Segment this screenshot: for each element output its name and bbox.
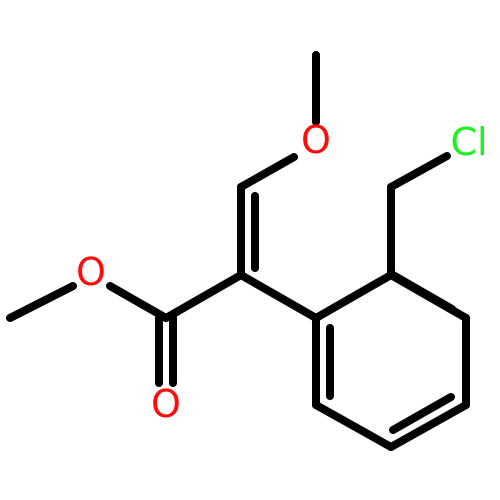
atom-o-ester: O <box>76 250 106 294</box>
bond-cester-o <box>106 282 170 322</box>
bond-calpha-cester <box>162 271 245 322</box>
bond-cvinyl-o <box>237 153 298 191</box>
atom-o-methoxy: O <box>301 118 331 162</box>
bond-ch2-cl <box>387 152 451 191</box>
bond-ring-inner-3 <box>389 271 456 313</box>
bond-ring-2 <box>312 401 395 451</box>
bond-ring-calpha <box>237 271 320 322</box>
bond-ring-3 <box>387 401 470 451</box>
bond-ring-inner-2 <box>389 393 455 434</box>
bond-ring-6 <box>312 271 395 322</box>
atom-cl: Cl <box>450 120 487 164</box>
atom-o-carbonyl: O <box>151 382 181 426</box>
bond-o-methyl-left <box>6 282 77 322</box>
